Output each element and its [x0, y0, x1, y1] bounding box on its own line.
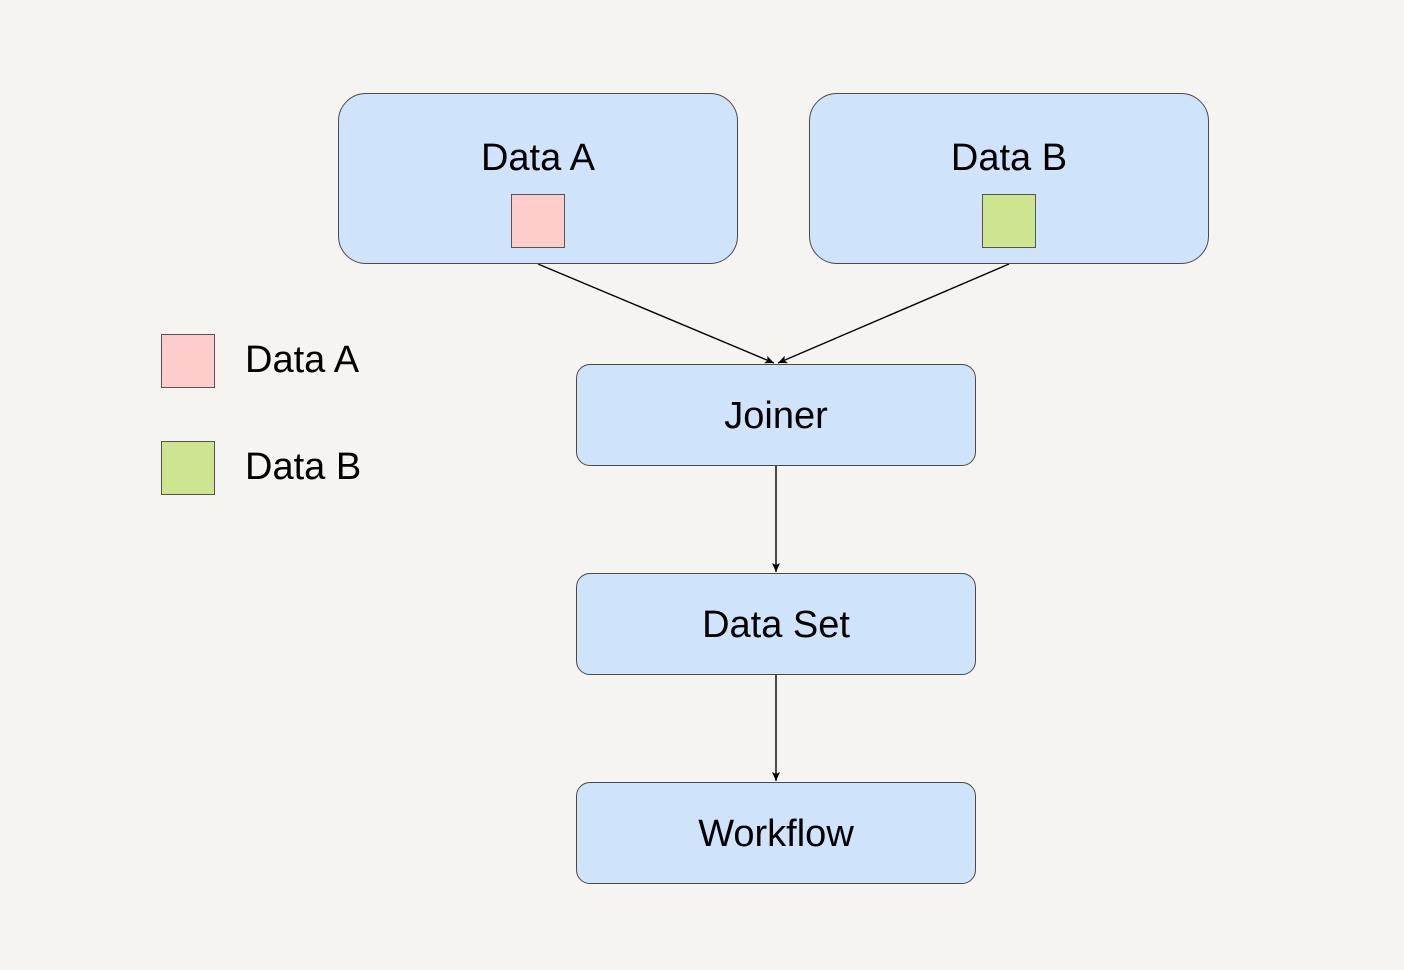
node-data-a-label: Data A — [480, 137, 596, 179]
node-workflow[interactable]: Workflow — [576, 782, 976, 884]
node-joiner[interactable]: Joiner — [576, 364, 976, 466]
node-joiner-label: Joiner — [724, 395, 828, 437]
node-workflow-label: Workflow — [698, 813, 854, 855]
legend-label-data-b: Data B — [245, 446, 362, 488]
data-b-color-swatch — [982, 194, 1036, 248]
legend-swatch-data-b — [161, 441, 215, 495]
edge-data-b-to-joiner — [777, 263, 1010, 364]
data-a-color-swatch — [511, 194, 565, 248]
node-data-set[interactable]: Data Set — [576, 573, 976, 675]
node-data-a[interactable]: Data A — [338, 93, 738, 264]
node-data-set-label: Data Set — [702, 604, 850, 646]
edge-data-a-to-joiner — [537, 263, 775, 364]
legend-label-data-a: Data A — [245, 339, 360, 381]
node-data-b[interactable]: Data B — [809, 93, 1209, 264]
legend-swatch-data-a — [161, 334, 215, 388]
node-data-b-label: Data B — [950, 137, 1068, 179]
